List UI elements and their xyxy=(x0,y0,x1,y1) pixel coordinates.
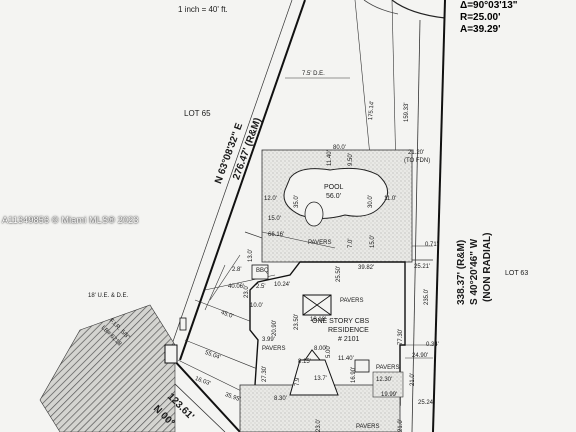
to-fdn-label: (TO FDN) xyxy=(404,158,431,164)
dim-1818: 18.18' xyxy=(310,317,327,323)
dim-1024: 10.24' xyxy=(274,282,291,288)
dim-2524: 25.24' xyxy=(418,400,435,406)
west-boundary-line xyxy=(179,0,306,361)
dim-120: 12.0' xyxy=(264,196,277,202)
pool-label: POOL xyxy=(324,184,344,191)
dim-28: 2.8' xyxy=(232,267,242,273)
easement-hatch xyxy=(39,304,176,432)
dim-2090: 20.90' xyxy=(272,319,278,336)
ac-pad xyxy=(354,359,370,373)
east-boundary-line xyxy=(432,0,446,432)
dim-70: 7.0' xyxy=(348,238,354,249)
easement-line-top xyxy=(169,0,293,351)
dim-25: 2.5' xyxy=(256,284,266,290)
dim-79: 7.9' xyxy=(295,376,301,387)
curve-arc xyxy=(391,0,446,19)
pavers-label-c: PAVERS xyxy=(262,346,286,352)
dim-034: 0.34' xyxy=(426,342,439,348)
dim-2350b: 235.0' xyxy=(424,288,430,305)
ue-de-label: 18' U.E. & D.E. xyxy=(88,293,129,299)
bbq-label: BBQ xyxy=(256,268,269,274)
east-inner-line xyxy=(411,19,421,432)
dim-350: 35.0' xyxy=(294,195,300,208)
dim-2350: 23.50' xyxy=(294,313,300,330)
pavers-label-e: PAVERS xyxy=(356,424,380,430)
curve-radius: R=25.00' xyxy=(460,12,500,23)
dim-230b: 23.0' xyxy=(316,419,322,432)
dim-1999: 19.99' xyxy=(381,392,398,398)
pool-dim: 56.0' xyxy=(326,193,341,200)
dim-815: 8.15' xyxy=(298,359,311,365)
dim-300: 30.0' xyxy=(368,195,374,208)
bbq-box xyxy=(251,264,269,280)
dim-1140: 11.40' xyxy=(327,150,333,166)
dim-150b: 15.0' xyxy=(370,235,376,248)
dim-159: 159.33' xyxy=(404,102,410,123)
dim-210b: 21.0' xyxy=(398,419,404,432)
curve-arc-inner xyxy=(363,0,399,15)
curve-arc-length: A=39.29' xyxy=(460,24,500,35)
dim-6616: 66.16' xyxy=(268,232,285,238)
residence-line3: # 2101 xyxy=(338,336,360,343)
lot-65-label: LOT 65 xyxy=(184,109,211,118)
dim-2521: 25.21' xyxy=(414,264,431,270)
dim-110: 11.0' xyxy=(384,196,397,202)
scale-note: 1 inch = 40' ft. xyxy=(178,5,228,14)
dim-399: 3.99' xyxy=(262,337,275,343)
watermark: A11349856 © Miami MLS® 2023 xyxy=(2,215,139,225)
dim-4006: 40.06' xyxy=(228,284,245,290)
residence-line1: ONE STORY CBS xyxy=(312,318,370,325)
dim-100: 10.0' xyxy=(250,303,263,309)
lot-63-label: LOT 63 xyxy=(505,270,529,277)
pavers-label-a: PAVERS xyxy=(308,240,332,246)
dim-1690: 16.90' xyxy=(351,366,357,383)
east-line-note: (NON RADIAL) xyxy=(482,232,493,302)
dim-230: 23.0' xyxy=(244,285,250,298)
spa-shape xyxy=(304,201,324,227)
east-line-distance: 338.37' (R&M) xyxy=(456,239,467,305)
dim-2550: 25.50' xyxy=(336,265,342,282)
residence-line2: RESIDENCE xyxy=(328,327,369,334)
dim-130: 13.0' xyxy=(248,249,254,262)
dim-2490: 24.90' xyxy=(412,353,429,359)
dim-800: 8.00' xyxy=(314,346,327,352)
dim-830: 8.30' xyxy=(274,396,287,402)
curve-delta: Δ=90°03'13" xyxy=(460,0,518,11)
dim-3982: 39.82' xyxy=(358,265,375,271)
dim-210: 21.0' xyxy=(410,373,416,386)
de-top-label: 7.5' D.E. xyxy=(302,71,325,77)
side-pavers xyxy=(372,371,404,398)
dim-1140b: 11.40' xyxy=(338,356,354,362)
dim-80: 80.0' xyxy=(333,145,346,151)
dim-2730: 27.30' xyxy=(262,365,268,382)
dim-2120: 21.20' xyxy=(408,150,425,156)
fir-marker xyxy=(164,344,178,364)
dim-500: 5.00' xyxy=(326,345,332,358)
dim-137: 13.7' xyxy=(314,376,327,382)
entry-detail xyxy=(304,349,321,361)
pavers-label-d: PAVERS xyxy=(376,365,400,371)
east-line-bearing: S 40°20'46" W xyxy=(469,238,480,305)
dim-150a: 15.0' xyxy=(268,216,281,222)
dim-7730: 77.30' xyxy=(398,328,404,345)
dim-071: 0.71' xyxy=(425,242,438,248)
front-porch xyxy=(289,359,339,396)
pavers-label-b: PAVERS xyxy=(340,298,364,304)
dim-950: 9.50' xyxy=(348,153,354,166)
dim-1230: 12.30' xyxy=(376,377,393,383)
